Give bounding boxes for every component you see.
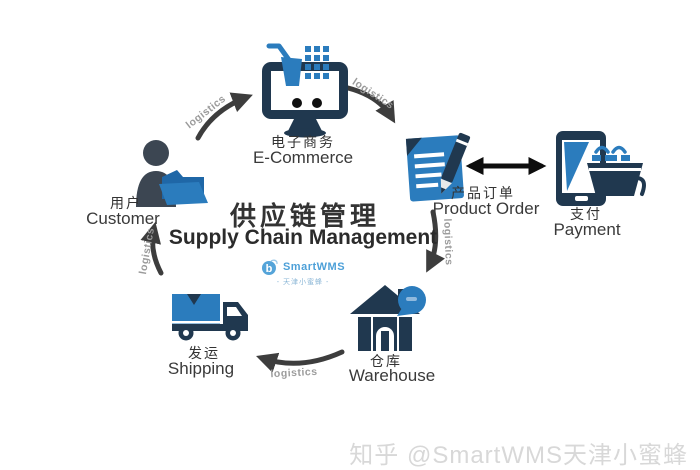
pencil-icon: [440, 132, 471, 194]
smartwms-logo-icon: b: [261, 259, 278, 275]
smartwms-logo: b SmartWMS - 天津小蜜蜂 -: [261, 258, 345, 287]
arrow-warehouse-to-shipping: [256, 349, 345, 373]
shopping-cart-icon: [266, 43, 329, 108]
basket-icon: [587, 145, 646, 196]
warehouse-icon: [350, 285, 426, 351]
warehouse-label-zh: 仓库: [370, 354, 402, 370]
diagram-title-zh: 供应链管理: [229, 202, 381, 232]
payment-label-en: Payment: [553, 220, 621, 239]
ecommerce-label-zh: 电子商务: [271, 135, 335, 151]
product-order-icon: [405, 132, 471, 202]
zhihu-watermark: 知乎 @SmartWMS天津小蜜蜂: [349, 442, 688, 469]
payment-label-zh: 支付: [570, 207, 602, 223]
arrow-shipping-to-customer: [140, 221, 164, 276]
customer-label-zh: 用户: [110, 196, 142, 212]
customer-icon: [136, 140, 208, 207]
smartwms-logo-text: SmartWMS: [282, 261, 346, 273]
customer-label-en: Customer: [86, 209, 160, 228]
product-order-label-zh: 产品订单: [451, 186, 515, 202]
chat-bubble-icon: [397, 286, 426, 316]
arrow-ecommerce-to-order: [345, 85, 396, 124]
logistics-label-warehouse-shipping: logistics: [270, 365, 318, 381]
diagram-title-en: Supply Chain Management: [168, 226, 438, 249]
logistics-label-order-warehouse: logistics: [441, 218, 455, 266]
arrow-order-to-warehouse: [426, 209, 445, 273]
ecommerce-icon: [262, 43, 348, 138]
shipping-label-zh: 发运: [188, 346, 220, 362]
product-order-label-en: Product Order: [432, 199, 540, 218]
shipping-label-en: Shipping: [167, 359, 235, 378]
payment-icon: [556, 131, 646, 206]
folder-icon: [159, 170, 208, 205]
warehouse-label-en: Warehouse: [348, 366, 436, 385]
shipping-truck-icon: [172, 294, 248, 341]
flow-arrows: [140, 85, 547, 373]
ecommerce-label-en: E-Commerce: [252, 148, 354, 167]
arrow-customer-to-ecommerce: [195, 92, 253, 141]
svg-text:b: b: [266, 263, 273, 275]
smartwms-logo-subtitle: - 天津小蜜蜂 -: [276, 279, 330, 286]
